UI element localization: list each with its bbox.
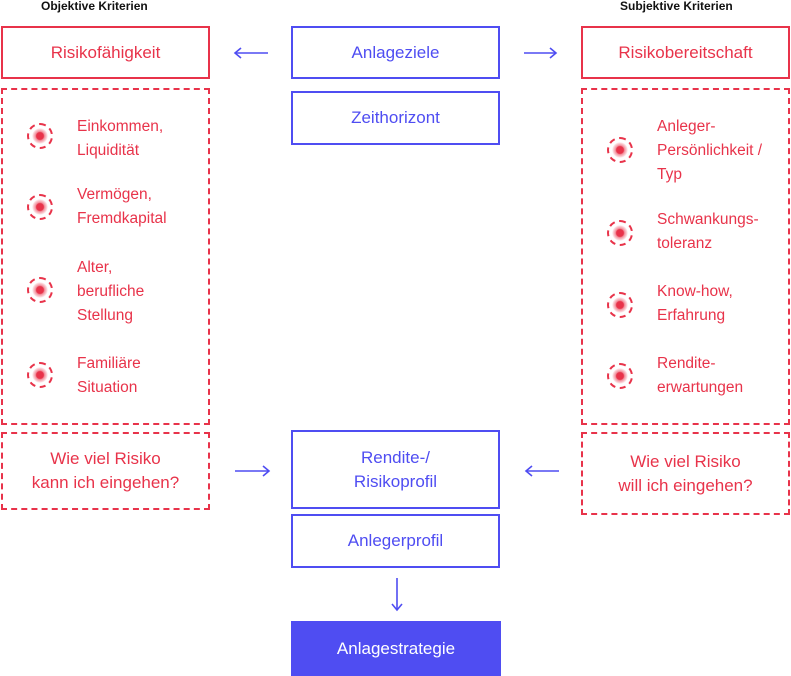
arrow-left-icon	[233, 47, 268, 59]
list-item-label: Einkommen, Liquidität	[77, 118, 164, 159]
target-icon	[27, 362, 53, 388]
target-icon	[607, 363, 633, 389]
objective-criteria-list: Einkommen, Liquidität Vermögen, Fremdkap…	[1, 88, 210, 425]
list-item-label: Vermögen, Fremdkapital	[77, 186, 167, 227]
target-icon	[27, 194, 53, 220]
risk-capacity-box: Risikofähigkeit	[1, 26, 210, 79]
list-item-label: Familiäre Situation	[77, 355, 141, 396]
risk-willingness-box: Risikobereitschaft	[581, 26, 790, 79]
arrow-down-icon	[391, 578, 403, 612]
risk-capacity-question: Wie viel Risiko kann ich eingehen?	[1, 432, 210, 510]
target-icon	[607, 137, 633, 163]
target-icon	[27, 123, 53, 149]
investor-profile-box: Anlegerprofil	[291, 514, 500, 568]
heading-subjective: Subjektive Kriterien	[620, 0, 733, 13]
target-icon	[607, 220, 633, 246]
list-item-label: Anleger- Persönlichkeit / Typ	[657, 118, 763, 183]
investment-strategy-box: Anlagestrategie	[291, 621, 501, 676]
list-item-label: Rendite- erwartungen	[657, 355, 744, 396]
time-horizon-box: Zeithorizont	[291, 91, 500, 145]
return-risk-profile-box: Rendite-/ Risikoprofil	[291, 430, 500, 509]
subjective-criteria-list: Anleger- Persönlichkeit / Typ Schwankung…	[581, 88, 790, 425]
target-icon	[27, 277, 53, 303]
risk-willingness-question: Wie viel Risiko will ich eingehen?	[581, 432, 790, 515]
list-item-label: Alter, berufliche Stellung	[77, 259, 145, 324]
list-item-label: Schwankungs- toleranz	[657, 211, 759, 252]
arrow-right-icon	[524, 47, 558, 59]
list-item-label: Know-how, Erfahrung	[657, 283, 733, 324]
arrow-left-icon	[524, 465, 559, 477]
arrow-right-icon	[235, 465, 271, 477]
target-icon	[607, 292, 633, 318]
heading-objective: Objektive Kriterien	[41, 0, 148, 13]
investment-goals-box: Anlageziele	[291, 26, 500, 79]
